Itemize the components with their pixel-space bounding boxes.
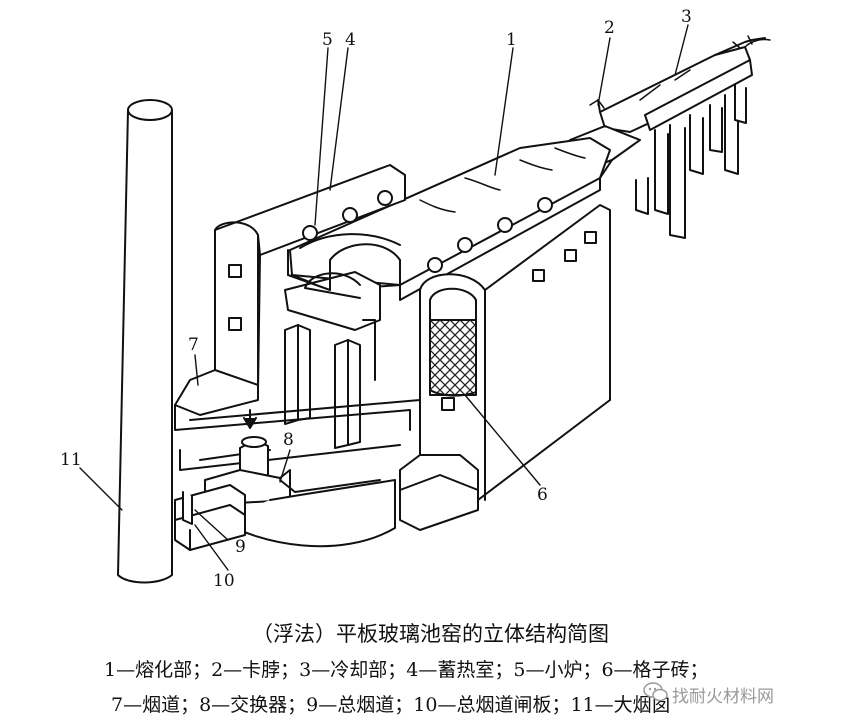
callout-4: 4 (345, 30, 356, 50)
flue-channel (174, 369, 421, 471)
callout-2: 2 (604, 18, 615, 38)
wechat-icon (643, 682, 668, 702)
callout-8: 8 (283, 430, 294, 450)
callout-leaders (79, 24, 689, 571)
main-flue (174, 484, 246, 551)
diagram-caption: （浮法）平板玻璃池窑的立体结构简图 (252, 622, 609, 646)
callout-11: 11 (60, 450, 82, 470)
legend-line-1: 1—熔化部；2—卡脖；3—冷却部；4—蓄热室；5—小炉；6—格子砖； (104, 659, 709, 681)
callout-6: 6 (537, 485, 548, 505)
watermark-text: 找耐火材料网 (672, 687, 774, 707)
callout-9: 9 (235, 537, 246, 557)
flue-damper (182, 491, 193, 525)
chimney (117, 99, 173, 584)
burner-columns (284, 319, 376, 449)
checker-bricks (429, 319, 477, 397)
callout-10: 10 (213, 571, 235, 591)
callout-3: 3 (681, 7, 692, 27)
support-pillars (635, 84, 747, 239)
legend-line-2: 7—烟道；8—交换器；9—总烟道；10—总烟道闸板；11—大烟囱 (111, 694, 671, 716)
callout-7: 7 (188, 335, 199, 355)
cooling-section (597, 35, 771, 239)
port-block (284, 243, 401, 331)
right-regenerator (399, 197, 611, 531)
callout-5: 5 (322, 30, 333, 50)
left-regenerator (214, 164, 406, 391)
callout-1: 1 (506, 30, 517, 50)
callout-labels: 1 2 3 4 5 6 7 8 9 10 11 (60, 7, 692, 591)
